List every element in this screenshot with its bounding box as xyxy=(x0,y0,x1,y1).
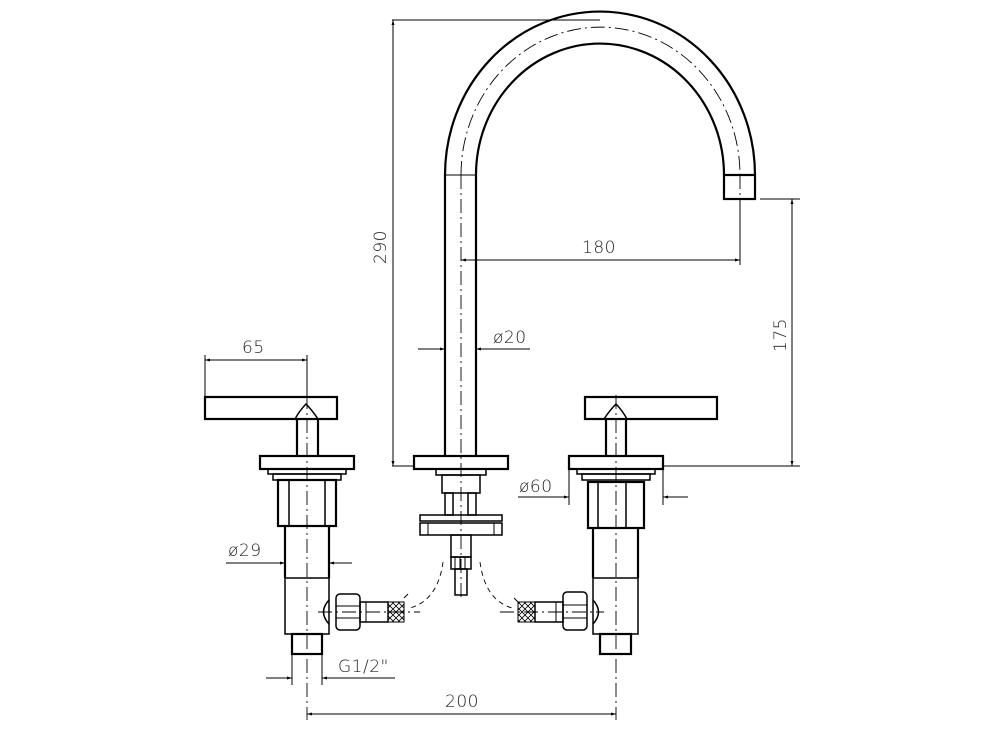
dimension-inlet-thread: G1/2" xyxy=(266,654,395,685)
label-65: 65 xyxy=(242,338,265,358)
dimension-escutcheon-diameter: ø60 xyxy=(518,470,688,505)
label-d20: ø20 xyxy=(493,328,527,348)
label-175: 175 xyxy=(771,318,791,352)
dimension-spout-reach: 180 xyxy=(461,200,741,265)
label-g12: G1/2" xyxy=(338,657,389,677)
right-valve xyxy=(500,395,719,720)
dimension-outlet-height: 175 xyxy=(663,198,800,467)
dimension-spout-diameter: ø20 xyxy=(418,328,530,351)
label-d29: ø29 xyxy=(228,541,262,561)
spout xyxy=(409,10,757,609)
dimension-body-diameter: ø29 xyxy=(226,541,352,565)
left-valve xyxy=(203,395,420,720)
label-290: 290 xyxy=(371,230,391,264)
label-200: 200 xyxy=(445,692,479,712)
dimension-centres: 200 xyxy=(307,692,616,716)
dimension-total-height: 290 xyxy=(371,19,600,467)
label-180: 180 xyxy=(582,238,616,258)
label-d60: ø60 xyxy=(519,477,553,497)
dimension-handle-length: 65 xyxy=(204,338,308,397)
